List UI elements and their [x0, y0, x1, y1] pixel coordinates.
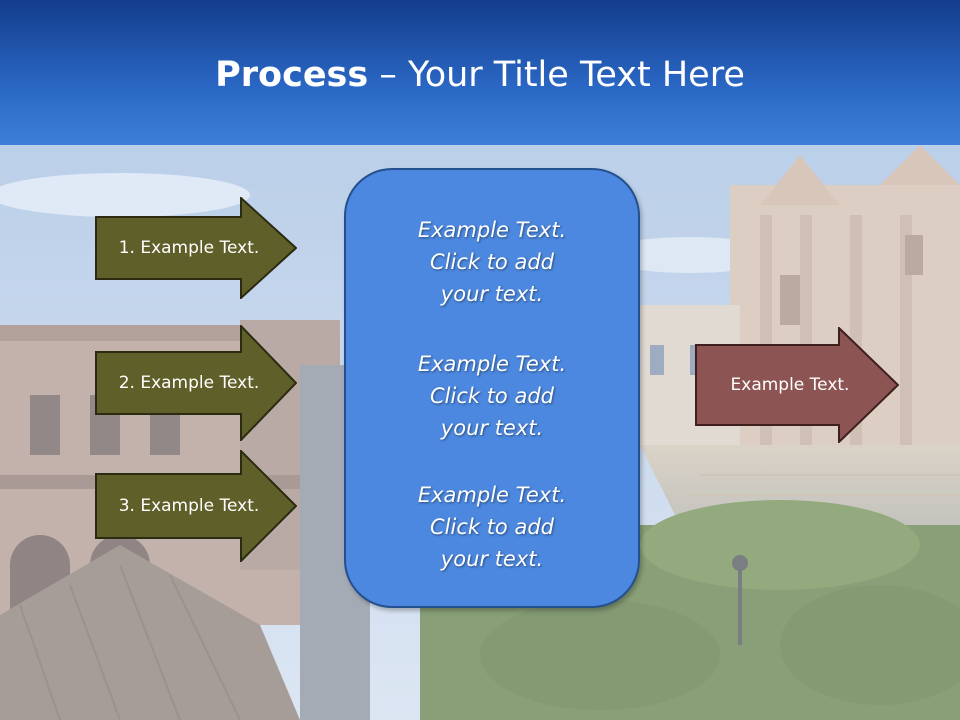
slide-title-rest: – Your Title Text Here — [368, 55, 745, 95]
right-arrow[interactable]: Example Text. — [695, 327, 899, 443]
arrow-label: 3. Example Text. — [118, 496, 260, 516]
arrow-shape — [95, 325, 297, 441]
arrow-shape — [95, 197, 297, 299]
center-text-3: Example Text. Click to add your text. — [417, 483, 567, 571]
title-bar — [0, 0, 960, 145]
arrow-body — [95, 325, 297, 441]
arrow-label: Example Text. — [730, 375, 850, 395]
arrow-body — [95, 450, 297, 562]
arrow-body — [695, 327, 899, 443]
center-text-2: Example Text. Click to add your text. — [417, 352, 567, 440]
arrow-label: 2. Example Text. — [118, 373, 260, 393]
slide-title-bold: Process — [215, 55, 369, 95]
left-arrow-2[interactable]: 2. Example Text. — [95, 325, 297, 441]
arrow-body — [95, 197, 297, 299]
center-text-box[interactable]: Example Text. Click to add your text. Ex… — [344, 168, 640, 608]
arrow-shape — [695, 327, 899, 443]
center-text-1: Example Text. Click to add your text. — [417, 218, 567, 306]
left-arrow-1[interactable]: 1. Example Text. — [95, 197, 297, 299]
arrow-label: 1. Example Text. — [118, 238, 260, 258]
arrow-shape — [95, 450, 297, 562]
slide-title[interactable]: Process – Your Title Text Here — [0, 52, 960, 98]
left-arrow-3[interactable]: 3. Example Text. — [95, 450, 297, 562]
